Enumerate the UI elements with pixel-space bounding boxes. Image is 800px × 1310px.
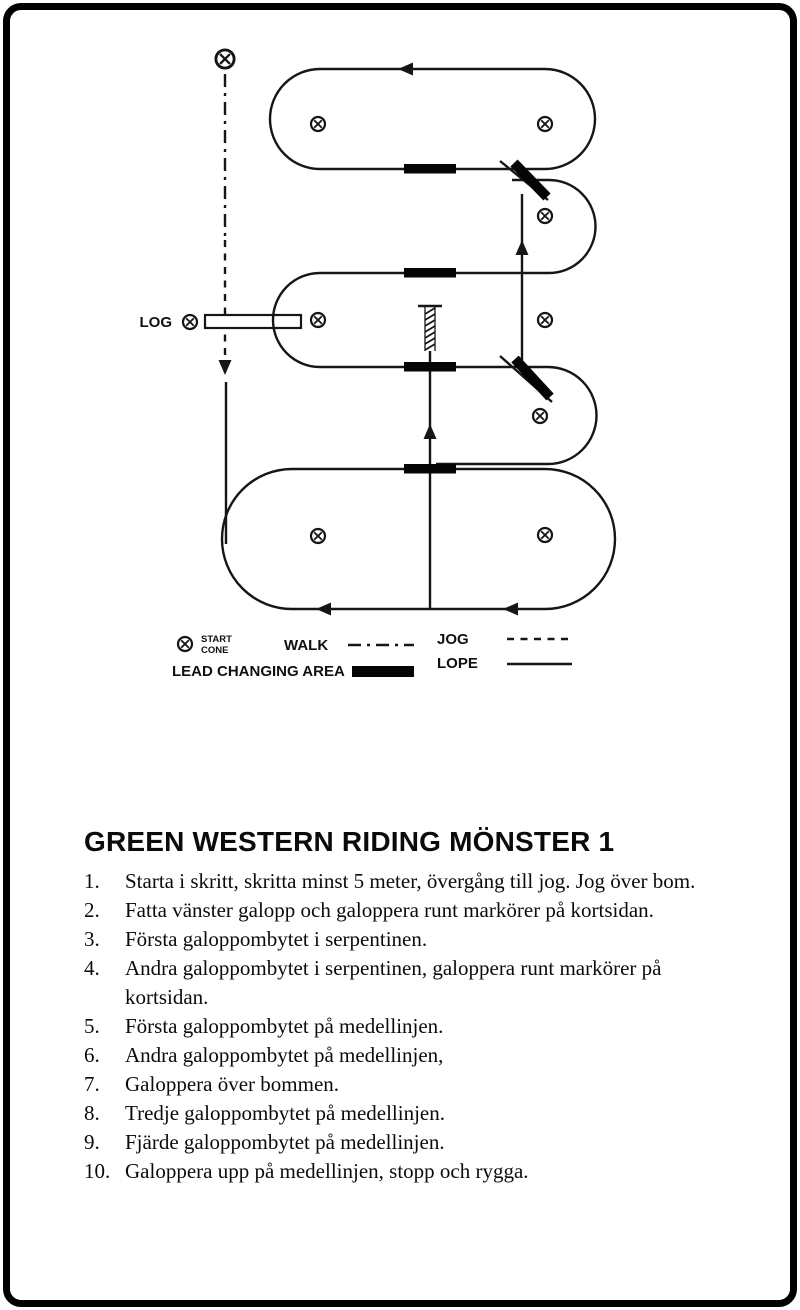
walk-jog-line xyxy=(218,74,232,375)
instruction-item: 7. Galoppera över bommen. xyxy=(84,1070,704,1099)
legend-walk-label: WALK xyxy=(284,637,328,654)
step-number: 9. xyxy=(84,1129,100,1154)
instruction-list: 1. Starta i skritt, skritta minst 5 mete… xyxy=(84,867,704,1186)
step-number: 6. xyxy=(84,1042,100,1067)
cone-icon xyxy=(531,407,549,425)
instruction-item: 8. Tredje galoppombytet på medellinjen. xyxy=(84,1099,704,1128)
instructions-section: GREEN WESTERN RIDING MÖNSTER 1 1. Starta… xyxy=(84,826,704,1186)
lead-change-sample xyxy=(352,666,414,677)
step-number: 2. xyxy=(84,897,100,922)
instruction-item: 10. Galoppera upp på medellinjen, stopp … xyxy=(84,1157,704,1186)
step-number: 3. xyxy=(84,926,100,951)
instruction-item: 9. Fjärde galoppombytet på medellinjen. xyxy=(84,1128,704,1157)
cone-icon xyxy=(309,311,327,329)
step-text: Starta i skritt, skritta minst 5 meter, … xyxy=(125,869,696,893)
step-text: Första galoppombytet i serpentinen. xyxy=(125,926,428,951)
step-text: Galoppera upp på medellinjen, stopp och … xyxy=(125,1158,529,1183)
step-text: Fatta vänster galopp och galoppera runt … xyxy=(125,897,654,922)
cone-icon xyxy=(536,207,554,225)
step-number: 8. xyxy=(84,1100,100,1125)
step-text: Andra galoppombytet på medellinjen, xyxy=(125,1042,444,1067)
log-bar xyxy=(203,313,303,330)
step-text: Första galoppombytet på medellinjen. xyxy=(125,1013,444,1038)
step-text: Fjärde galoppombytet på medellinjen. xyxy=(125,1129,445,1154)
left-arrow-icon xyxy=(398,62,413,76)
left-arrow-icon xyxy=(316,602,331,616)
log-label: LOG xyxy=(140,314,173,331)
start-cone-icon xyxy=(214,48,236,70)
legend-start-cone-line1: START xyxy=(201,634,232,645)
page-title: GREEN WESTERN RIDING MÖNSTER 1 xyxy=(84,826,615,857)
down-arrow-icon xyxy=(218,360,232,375)
cone-icon xyxy=(536,311,554,329)
legend-start-cone-line2: CONE xyxy=(201,645,228,656)
lead-change-areas xyxy=(404,159,554,474)
step-text: Andra galoppombytet i serpentinen, galop… xyxy=(125,955,662,1009)
instruction-item: 4. Andra galoppombytet i serpentinen, ga… xyxy=(84,954,704,1012)
pole-obstacle xyxy=(424,307,436,351)
legend-jog-label: JOG xyxy=(437,631,469,648)
step-number: 5. xyxy=(84,1013,100,1038)
step-number: 4. xyxy=(84,955,100,980)
step-text: Galoppera över bommen. xyxy=(125,1071,340,1096)
cone-icon xyxy=(309,527,327,545)
cone-icon xyxy=(309,115,327,133)
instruction-item: 6. Andra galoppombytet på medellinjen, xyxy=(84,1041,704,1070)
up-arrow-icon xyxy=(423,424,437,439)
left-arrow-icon xyxy=(503,602,518,616)
instruction-item: 1. Starta i skritt, skritta minst 5 mete… xyxy=(84,867,704,896)
cone-icon xyxy=(181,313,199,331)
legend-lope-label: LOPE xyxy=(437,655,478,672)
legend: START CONE WALK JOG LEAD CHANGING AREA L… xyxy=(172,631,572,680)
instruction-item: 2. Fatta vänster galopp och galoppera ru… xyxy=(84,896,704,925)
step-number: 10. xyxy=(84,1158,111,1183)
direction-arrows xyxy=(316,62,529,616)
cone-icon xyxy=(536,115,554,133)
cone-icon xyxy=(536,526,554,544)
log-obstacle: LOG xyxy=(140,313,303,331)
instruction-item: 5. Första galoppombytet på medellinjen. xyxy=(84,1012,704,1041)
instruction-item: 3. Första galoppombytet i serpentinen. xyxy=(84,925,704,954)
step-number: 1. xyxy=(84,869,100,893)
legend-lead-changing-label: LEAD CHANGING AREA xyxy=(172,663,345,680)
up-arrow-icon xyxy=(515,240,529,255)
start-cone-legend-icon xyxy=(176,635,194,653)
step-number: 7. xyxy=(84,1071,100,1096)
lope-path xyxy=(220,67,617,611)
step-text: Tredje galoppombytet på medellinjen. xyxy=(125,1100,445,1125)
pattern-diagram: LOG xyxy=(140,48,617,680)
